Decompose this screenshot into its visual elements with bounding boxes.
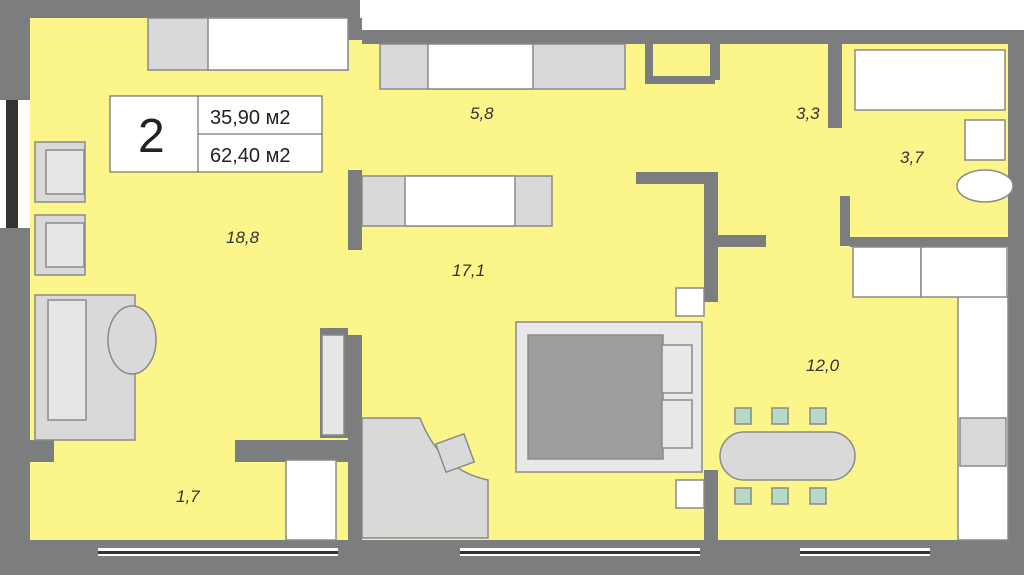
info-box: 2 35,90 м2 62,40 м2 [109,95,323,173]
room-area-wardrobe: 5,8 [470,104,494,123]
room-labels: 18,8 5,8 3,3 3,7 17,1 12,0 1,7 [176,104,924,506]
living-area: 35,90 м2 [210,107,290,129]
total-area: 62,40 м2 [210,145,290,167]
room-area-balcony: 1,7 [176,487,200,506]
rooms-count: 2 [138,110,165,163]
furniture [34,17,1014,541]
room-area-living: 18,8 [226,228,260,247]
room-area-kitchen: 12,0 [806,356,840,375]
room-area-bedroom: 17,1 [452,261,485,280]
room-area-hall: 3,3 [796,104,820,123]
room-area-bath: 3,7 [900,148,924,167]
